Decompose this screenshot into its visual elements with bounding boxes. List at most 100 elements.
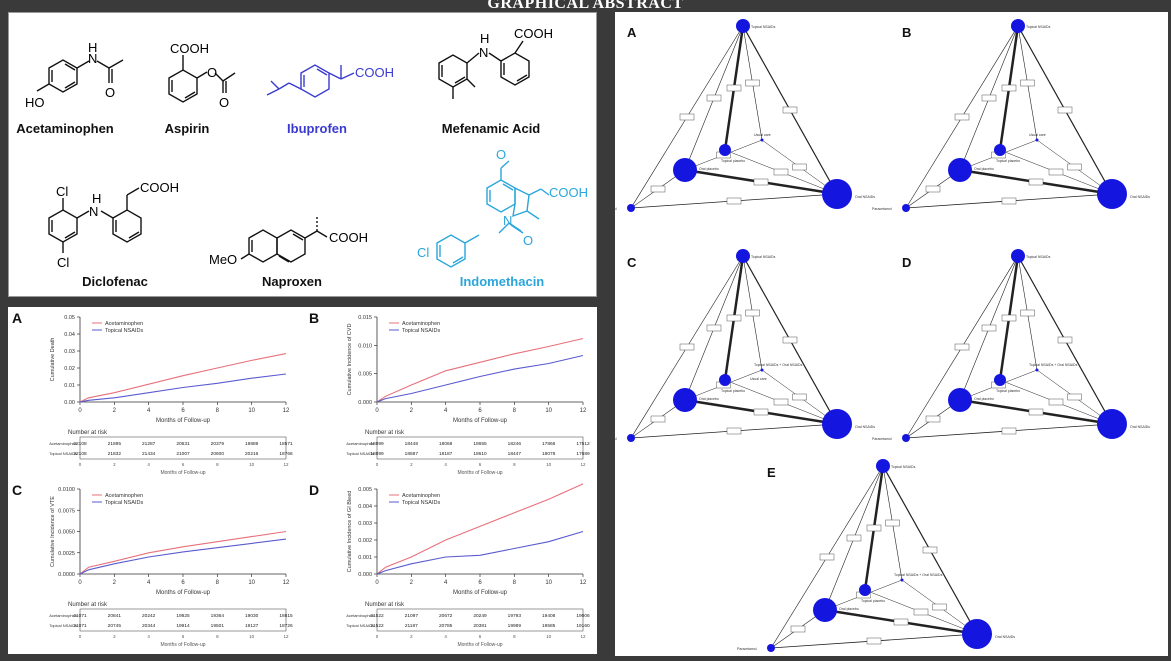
- km-risk-value: 19127: [245, 623, 259, 629]
- km-x-tick-label: 10: [545, 408, 552, 414]
- km-risk-x-tick: 2: [410, 634, 413, 639]
- km-risk-value: 19006: [576, 613, 590, 619]
- network-node-label: Paracetamol: [615, 437, 617, 441]
- network-node: [760, 368, 764, 372]
- network-node-label: Oral placebo: [699, 167, 719, 171]
- km-risk-value: 19889: [245, 441, 259, 447]
- km-risk-value: 20841: [108, 613, 122, 619]
- km-risk-value: 21287: [142, 441, 156, 447]
- network-edge-label-box: [792, 393, 807, 401]
- km-legend-label: Acetaminophen: [105, 321, 143, 327]
- km-risk-value: 21097: [405, 613, 419, 619]
- km-series-line: [79, 538, 287, 575]
- km-risk-x-tick: 8: [513, 634, 516, 639]
- km-y-axis-label: Cumulative Incidence of GI Bleed: [347, 491, 353, 573]
- network-node-label: Oral NSAIDs: [1130, 425, 1150, 429]
- km-risk-value: 19914: [176, 623, 190, 629]
- network-node: [900, 578, 904, 582]
- network-node-label: Usual care: [1029, 133, 1046, 137]
- network-edge-label-box: [650, 185, 666, 193]
- km-risk-row-label: Acetaminophen: [346, 441, 374, 446]
- km-risk-value: 18246: [508, 441, 522, 447]
- km-risk-value: 18726: [279, 623, 293, 629]
- km-x-tick-label: 10: [248, 580, 255, 586]
- km-x-tick-label: 8: [513, 408, 517, 414]
- acetaminophen-atom-n: N: [88, 51, 97, 66]
- km-risk-value: 17866: [542, 441, 556, 447]
- km-risk-row-label: Topical NSAIDs: [49, 451, 77, 456]
- km-y-axis-label: Cumulative Incidence of CVD: [347, 324, 353, 396]
- network-edge-label-box: [866, 637, 882, 645]
- km-x-tick-label: 6: [181, 580, 185, 586]
- network-node: [1097, 179, 1127, 209]
- km-y-tick-label: 0.01: [64, 383, 75, 389]
- km-risk-value: 19585: [542, 623, 556, 629]
- km-x-tick-label: 8: [513, 580, 517, 586]
- network-node-label: Oral NSAIDs: [855, 425, 875, 429]
- km-y-tick-label: 0.02: [64, 366, 75, 372]
- km-y-tick-label: 0.05: [64, 315, 75, 321]
- km-risk-value: 20249: [473, 613, 487, 619]
- network-node-label: Paracetamol: [615, 207, 617, 211]
- km-series-line: [376, 530, 584, 575]
- km-y-tick-label: 0.003: [358, 521, 372, 527]
- network-edge-label-box: [773, 168, 789, 176]
- network-edge-label-box: [1057, 106, 1073, 114]
- network-node-label: Oral placebo: [974, 167, 994, 171]
- network-node: [948, 158, 972, 182]
- network-edge-label-box: [1020, 79, 1035, 87]
- km-y-tick-label: 0.000: [358, 572, 372, 578]
- network-node: [1097, 409, 1127, 439]
- km-risk-value: 19501: [211, 623, 225, 629]
- km-risk-row-label: Topical NSAIDs: [49, 623, 77, 628]
- network-node-label: Topical placebo: [996, 159, 1020, 163]
- network-edge-label-box: [925, 415, 941, 423]
- km-risk-x-tick: 10: [249, 462, 255, 467]
- km-legend-label: Acetaminophen: [105, 493, 143, 499]
- km-x-tick-label: 4: [147, 580, 151, 586]
- km-risk-x-tick: 2: [410, 462, 413, 467]
- network-edge-label-box: [753, 178, 769, 186]
- network-node: [859, 584, 871, 596]
- network-node-label: Topical placebo: [721, 159, 745, 163]
- network-node-label: Topical NSAIDs + Oral NSAIDs: [754, 363, 803, 367]
- km-risk-row-label: Topical NSAIDs: [346, 623, 374, 628]
- km-risk-x-tick: 2: [113, 634, 116, 639]
- diclofenac-atom-cooh: COOH: [140, 180, 179, 195]
- km-risk-value: 22108: [73, 441, 87, 447]
- km-risk-x-tick: 0: [376, 634, 379, 639]
- network-edge-label-box: [1057, 336, 1073, 344]
- network-node-label: Topical NSAIDs + Oral NSAIDs: [894, 573, 943, 577]
- network-node: [1011, 249, 1025, 263]
- km-series-line: [79, 373, 287, 403]
- km-x-tick-label: 2: [113, 580, 117, 586]
- km-risk-value: 20745: [108, 623, 122, 629]
- km-risk-x-tick: 12: [283, 462, 289, 467]
- km-x-axis-label: Months of Follow-up: [453, 418, 508, 424]
- graphical-abstract-title: GRAPHICAL ABSTRACT: [487, 0, 684, 12]
- km-risk-x-tick: 4: [444, 634, 447, 639]
- km-risk-row-label: Acetaminophen: [49, 613, 77, 618]
- km-risk-value: 19408: [542, 613, 556, 619]
- mefenamic-atom-cooh: COOH: [514, 26, 553, 41]
- network-edge-label-box: [726, 84, 742, 92]
- km-risk-value: 21071: [73, 623, 87, 629]
- km-y-tick-label: 0.0000: [58, 572, 75, 578]
- drug-name-mefenamic-acid: Mefenamic Acid: [442, 121, 541, 136]
- km-number-at-risk-label: Number at risk: [365, 430, 405, 436]
- km-risk-x-label: Months of Follow-up: [457, 470, 502, 476]
- network-node-label: Topical NSAIDs: [1026, 25, 1051, 29]
- km-risk-x-tick: 12: [283, 634, 289, 639]
- km-risk-row-label: Acetaminophen: [49, 441, 77, 446]
- km-risk-x-tick: 6: [479, 634, 482, 639]
- km-risk-x-tick: 10: [546, 462, 552, 467]
- km-risk-value: 19825: [176, 613, 190, 619]
- network-edge-label-box: [706, 94, 722, 102]
- network-edge-label-box: [913, 608, 929, 616]
- acetaminophen-atom-h: H: [88, 40, 97, 55]
- diclofenac-atom-h: H: [92, 191, 101, 206]
- km-x-tick-label: 2: [113, 408, 117, 414]
- network-edge-label-box: [1020, 309, 1035, 317]
- network-edge-label-box: [885, 519, 900, 527]
